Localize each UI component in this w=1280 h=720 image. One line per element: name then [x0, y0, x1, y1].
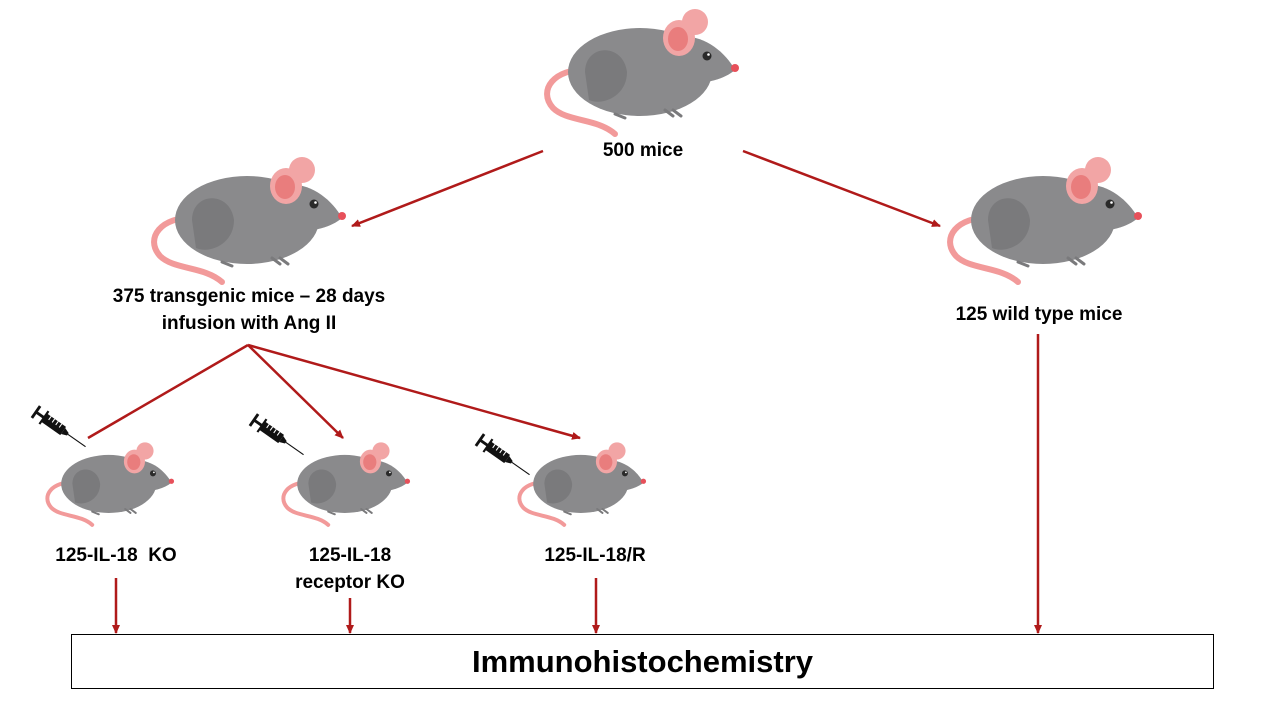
immunohistochemistry-label: Immunohistochemistry [471, 643, 814, 679]
mouse-icon-il18-ko [45, 442, 175, 527]
label-transgenic: 375 transgenic mice – 28 days infusion w… [112, 286, 386, 334]
label-il18-ko: 125-IL-18 KO [55, 545, 177, 566]
syringe-icon-il18-r [474, 433, 530, 476]
icons-layer [30, 9, 1142, 527]
label-wild-type: 125 wild type mice [955, 304, 1123, 325]
label-il18-receptor-ko: 125-IL-18 receptor KO [295, 545, 405, 593]
mouse-icon-transgenic [151, 157, 346, 285]
mouse-icon-wild-type [947, 157, 1142, 285]
syringe-icon-il18-ko [30, 405, 86, 448]
edge-root-to-wild_type [742, 149, 941, 228]
mouse-icon-root [544, 9, 739, 137]
mouse-icon-il18-r [517, 442, 647, 527]
immunohistochemistry-box: Immunohistochemistry [71, 634, 1214, 689]
label-il18-r: 125-IL-18/R [544, 545, 646, 566]
mouse-icon-il18-receptor-ko [281, 442, 411, 527]
edges-layer [87, 149, 1042, 634]
edge-root-to-transgenic [351, 149, 544, 228]
edge-transgenic-to-il18_r [247, 343, 581, 440]
edge-transgenic-to-il18_receptor_ko [247, 344, 344, 439]
label-root: 500 mice [602, 140, 684, 161]
edge-transgenic-to-il18_ko [87, 343, 249, 440]
syringe-icon-il18-receptor-ko [248, 413, 304, 456]
